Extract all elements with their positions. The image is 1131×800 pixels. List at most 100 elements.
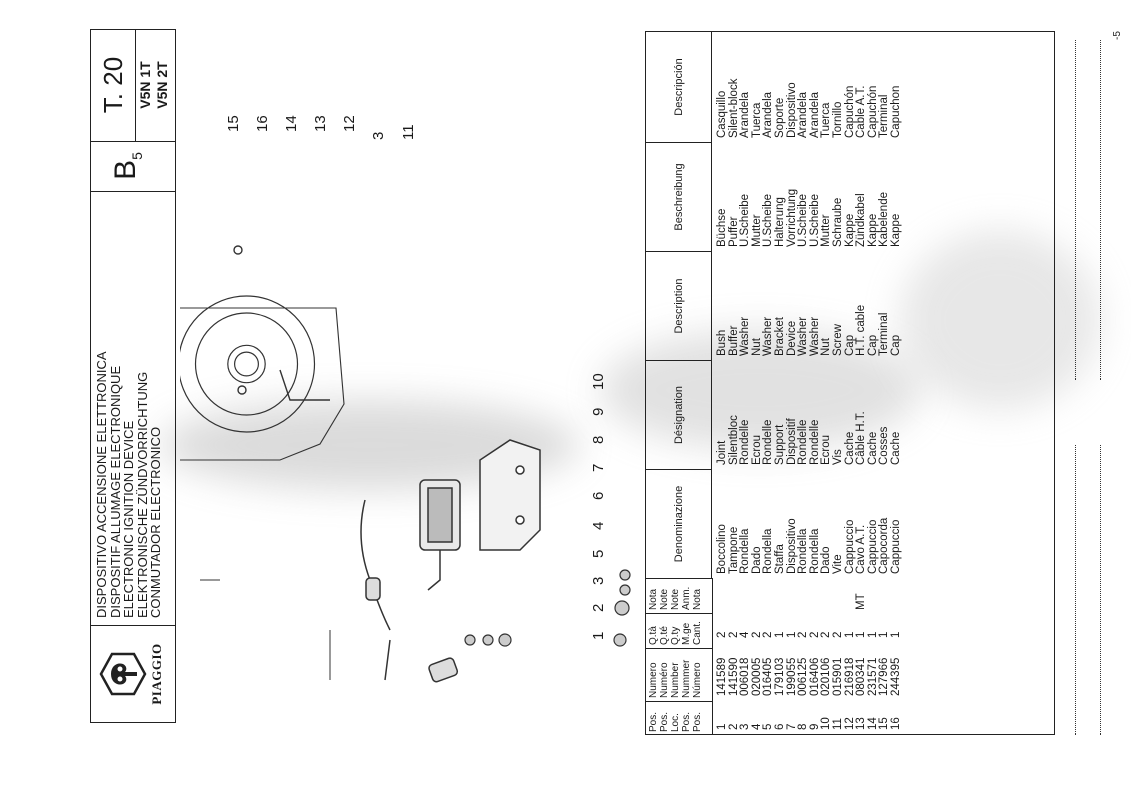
cell-es: Arandela [797,91,810,138]
cell-en: Washer [797,316,810,356]
stator-plate-drawing [180,245,345,461]
cell-en: Washer [762,316,775,356]
cell-it: Staffa [774,544,786,574]
cell-fr: Rondelle [762,419,775,465]
cell-pos: 5 [762,723,775,730]
cell-pos: 10 [820,717,833,730]
cell-de: Kappe [843,213,856,247]
cell-pos: 9 [808,723,821,730]
model-2: V5N 2T [154,61,170,109]
cell-es: Capuchón [866,85,879,138]
cell-fr: Silentbloc [727,415,740,465]
cell-es: Capuchón [843,85,856,138]
cell-en: Device [785,320,798,356]
callout-10: 10 [590,373,607,390]
cell-de: Zündkabel [855,193,868,247]
cell-it: Dado [750,546,763,575]
cell-num: 016405 [762,657,775,696]
cell-fr: Cache [843,431,856,465]
cell-es: Terminal [878,94,891,138]
cell-it: Rondella [739,528,752,574]
cell-pos: 6 [774,723,786,730]
cell-fr: Rondelle [797,419,810,465]
cell-qty: 2 [820,631,833,638]
title-en: ELECTRONIC IGNITION DEVICE [121,420,136,618]
cell-de: Kappe [890,213,902,247]
cell-de: Halterung [774,197,786,247]
cell-es: Dispositivo [785,82,798,138]
callout-7: 7 [590,463,607,472]
title-es: CONMUTADOR ELECTRONICO [148,426,163,618]
piaggio-logo-icon [99,652,147,696]
cell-es: Arandela [762,91,775,138]
cell-de: U.Scheibe [797,193,810,247]
header-denominazione: Denominazione [646,469,712,578]
hardware-drawing [464,569,631,647]
group-code: B5 [109,152,145,180]
cell-en: Bracket [774,317,786,356]
callout-13: 13 [312,115,329,132]
title-fr: DISPOSITIF ALLUMAGE ELECTRONIQUE [107,365,123,618]
cell-pos: 2 [727,723,740,730]
cell-en: Bush [716,329,728,356]
cell-pos: 1 [716,723,728,730]
cell-num: 006018 [739,657,752,696]
group-code-box: B5 [91,141,175,192]
table-id-box: T. 20 V5N 1T V5N 2T [91,29,175,142]
models: V5N 1T V5N 2T [137,29,171,141]
cell-qty: 1 [866,631,879,638]
cell-fr: Ecrou [820,434,833,465]
cell-fr: Rondelle [739,419,752,465]
cell-num: 016406 [808,657,821,696]
cell-en: Washer [739,316,752,356]
callout-3: 3 [590,576,607,585]
cell-en: Nut [750,338,763,356]
callout-11: 11 [400,124,417,140]
cell-de: Kabelende [878,192,891,247]
callout-6: 6 [590,491,607,500]
cell-de: Mutter [750,214,763,247]
callout-15: 15 [225,115,242,132]
callout-16: 16 [254,115,271,132]
cell-pos: 4 [750,723,763,730]
callout-8: 8 [590,435,607,444]
cell-qty: 4 [739,631,752,638]
cell-de: Vorrichtung [785,188,798,247]
cell-qty: 1 [843,631,856,638]
dotted-line [1075,40,1076,380]
cell-it: Vite [832,554,844,574]
cell-de: U.Scheibe [739,193,752,247]
cell-es: Tornillo [832,101,844,138]
cell-pos: 14 [866,717,879,730]
page-mark: -5 [1112,31,1123,40]
cell-de: Kappe [866,213,879,247]
ht-cable-drawing [360,499,459,683]
cell-qty: 1 [890,631,902,638]
cell-en: Screw [832,324,844,356]
cell-num: 020005 [750,657,763,696]
cell-es: Silent-block [727,78,740,138]
cell-it: Cappuccio [843,519,856,574]
cell-de: Puffer [727,216,740,247]
dotted-line [1100,445,1101,735]
header-description: Description [646,251,712,360]
model-1: V5N 1T [137,61,153,109]
bracket-drawing [479,439,541,551]
cell-num: 179103 [774,657,786,696]
cell-fr: Cache [866,431,879,465]
callout-3-top: 3 [370,131,387,140]
cell-de: U.Scheibe [808,193,821,247]
logo-box: PIAGGIO [91,625,175,722]
exploded-diagram [180,245,631,683]
cell-num: 141590 [727,657,740,696]
cell-es: Tuerca [750,102,763,138]
header-beschreibung: Beschreibung [646,142,712,251]
callout-9: 9 [590,407,607,416]
callout-12: 12 [341,115,358,132]
callout-2: 2 [590,603,607,612]
cell-en: Buffer [727,325,740,356]
cell-qty: 2 [750,631,763,638]
